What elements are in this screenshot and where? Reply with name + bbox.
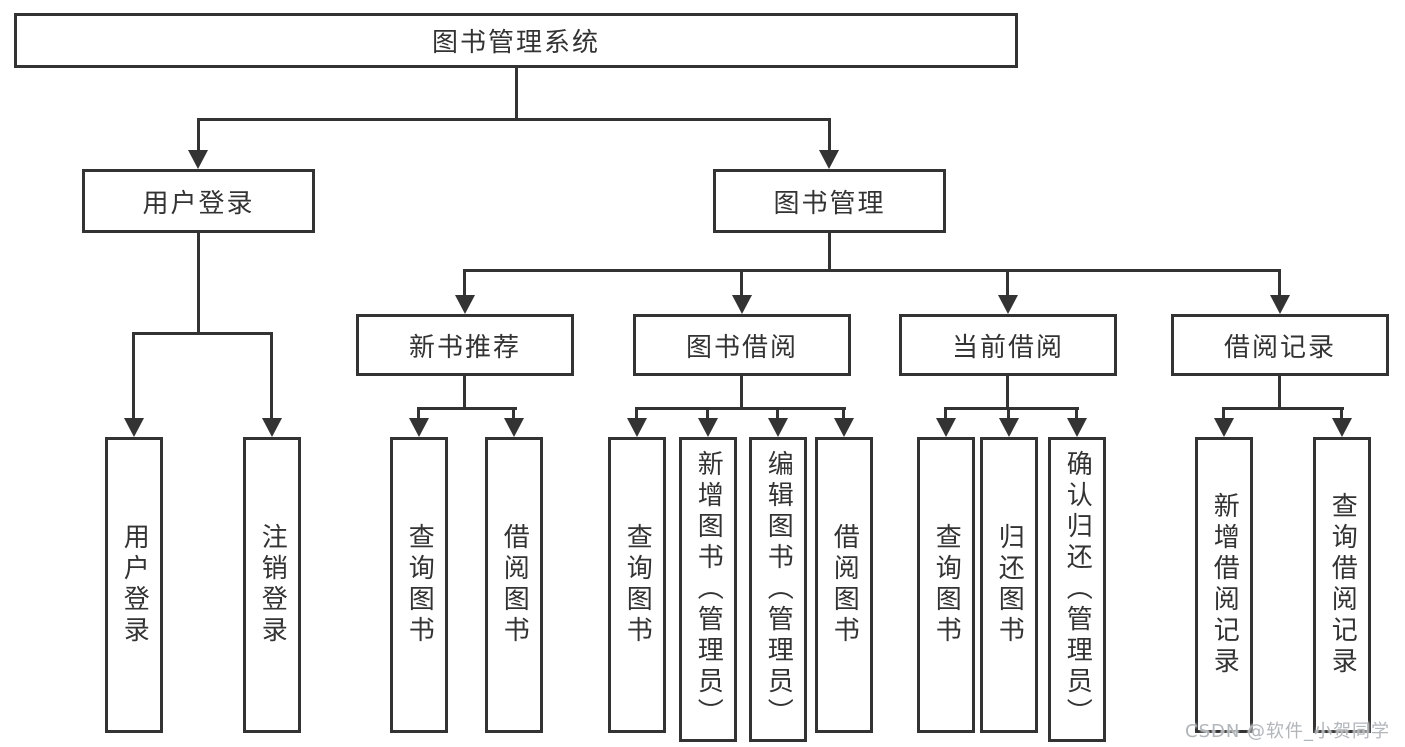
connector-level2-hline — [463, 269, 1281, 272]
node-current-borrowing: 当前借阅 — [899, 314, 1117, 376]
arrowhead-leaf-icon — [1332, 418, 1352, 437]
leaf-query-books-borrowing: 查询图书 — [608, 437, 666, 733]
arrowhead-borrowing-icon — [732, 295, 752, 314]
arrowhead-records-icon — [1270, 295, 1290, 314]
leaf-add-borrow-record: 新增借阅记录 — [1195, 437, 1253, 733]
node-user-login: 用户登录 — [82, 169, 315, 233]
arrowhead-logout-icon — [262, 418, 282, 437]
arrowhead-current-icon — [998, 295, 1018, 314]
connector-drop-leaf — [776, 410, 779, 419]
arrowhead-leaf-icon — [1214, 418, 1234, 437]
connector-drop-logout — [270, 335, 273, 419]
connector-userlogin-hline — [132, 332, 273, 335]
connector-records-hline — [1222, 407, 1344, 410]
connector-root-stem — [515, 68, 518, 121]
leaf-query-books-current: 查询图书 — [917, 437, 975, 733]
leaf-query-books-recommend: 查询图书 — [390, 437, 448, 733]
leaf-confirm-return-admin: 确认归还（管理员） — [1048, 437, 1106, 742]
connector-records-stem — [1278, 376, 1281, 410]
leaf-logout: 注销登录 — [243, 437, 301, 733]
node-book-management: 图书管理 — [713, 169, 946, 233]
connector-drop-records — [1278, 272, 1281, 296]
connector-drop-newbooks — [463, 272, 466, 296]
connector-drop-leaf — [1340, 410, 1343, 419]
arrowhead-book-mgmt-icon — [819, 150, 839, 169]
arrowhead-leaf-icon — [936, 418, 956, 437]
arrowhead-newbooks-icon — [455, 295, 475, 314]
leaf-add-books-admin: 新增图书（管理员） — [679, 437, 737, 742]
connector-drop-book-mgmt — [828, 121, 831, 151]
arrowhead-user-login-icon — [188, 150, 208, 169]
node-root-library-system: 图书管理系统 — [14, 13, 1018, 68]
connector-drop-leaf — [1075, 410, 1078, 419]
arrowhead-leaf-icon — [409, 418, 429, 437]
leaf-edit-books-admin: 编辑图书（管理员） — [749, 437, 807, 742]
connector-drop-leaf — [1007, 410, 1010, 419]
arrowhead-login-icon — [124, 418, 144, 437]
connector-newbooks-stem — [463, 376, 466, 410]
connector-drop-leaf — [417, 410, 420, 419]
leaf-user-login: 用户登录 — [105, 437, 163, 733]
connector-drop-current — [1006, 272, 1009, 296]
arrowhead-leaf-icon — [698, 418, 718, 437]
connector-borrowing-stem — [740, 376, 743, 410]
connector-drop-borrowing — [740, 272, 743, 296]
connector-drop-user-login — [197, 121, 200, 151]
connector-borrowing-hline — [635, 407, 846, 410]
arrowhead-leaf-icon — [834, 418, 854, 437]
arrowhead-leaf-icon — [504, 418, 524, 437]
connector-drop-leaf — [842, 410, 845, 419]
arrowhead-leaf-icon — [627, 418, 647, 437]
connector-drop-leaf — [1222, 410, 1225, 419]
connector-drop-leaf — [512, 410, 515, 419]
connector-drop-leaf — [635, 410, 638, 419]
connector-current-hline — [944, 407, 1079, 410]
leaf-borrow-books: 借阅图书 — [815, 437, 873, 733]
node-new-book-recommend: 新书推荐 — [356, 314, 574, 376]
arrowhead-leaf-icon — [999, 418, 1019, 437]
connector-newbooks-hline — [417, 407, 517, 410]
connector-userlogin-stem — [197, 233, 200, 332]
node-book-borrowing: 图书借阅 — [633, 314, 851, 376]
connector-bookmgmt-stem — [828, 233, 831, 272]
arrowhead-leaf-icon — [768, 418, 788, 437]
connector-drop-login — [132, 335, 135, 419]
leaf-query-borrow-record: 查询借阅记录 — [1313, 437, 1371, 733]
leaf-return-books: 归还图书 — [980, 437, 1038, 733]
connector-drop-leaf — [944, 410, 947, 419]
connector-current-stem — [1006, 376, 1009, 410]
node-borrowing-records: 借阅记录 — [1171, 314, 1389, 376]
connector-level1-hline — [197, 118, 831, 121]
leaf-borrow-books-recommend: 借阅图书 — [485, 437, 543, 733]
connector-drop-leaf — [706, 410, 709, 419]
arrowhead-leaf-icon — [1067, 418, 1087, 437]
csdn-watermark: CSDN @软件_小贺同学 — [1185, 721, 1391, 742]
